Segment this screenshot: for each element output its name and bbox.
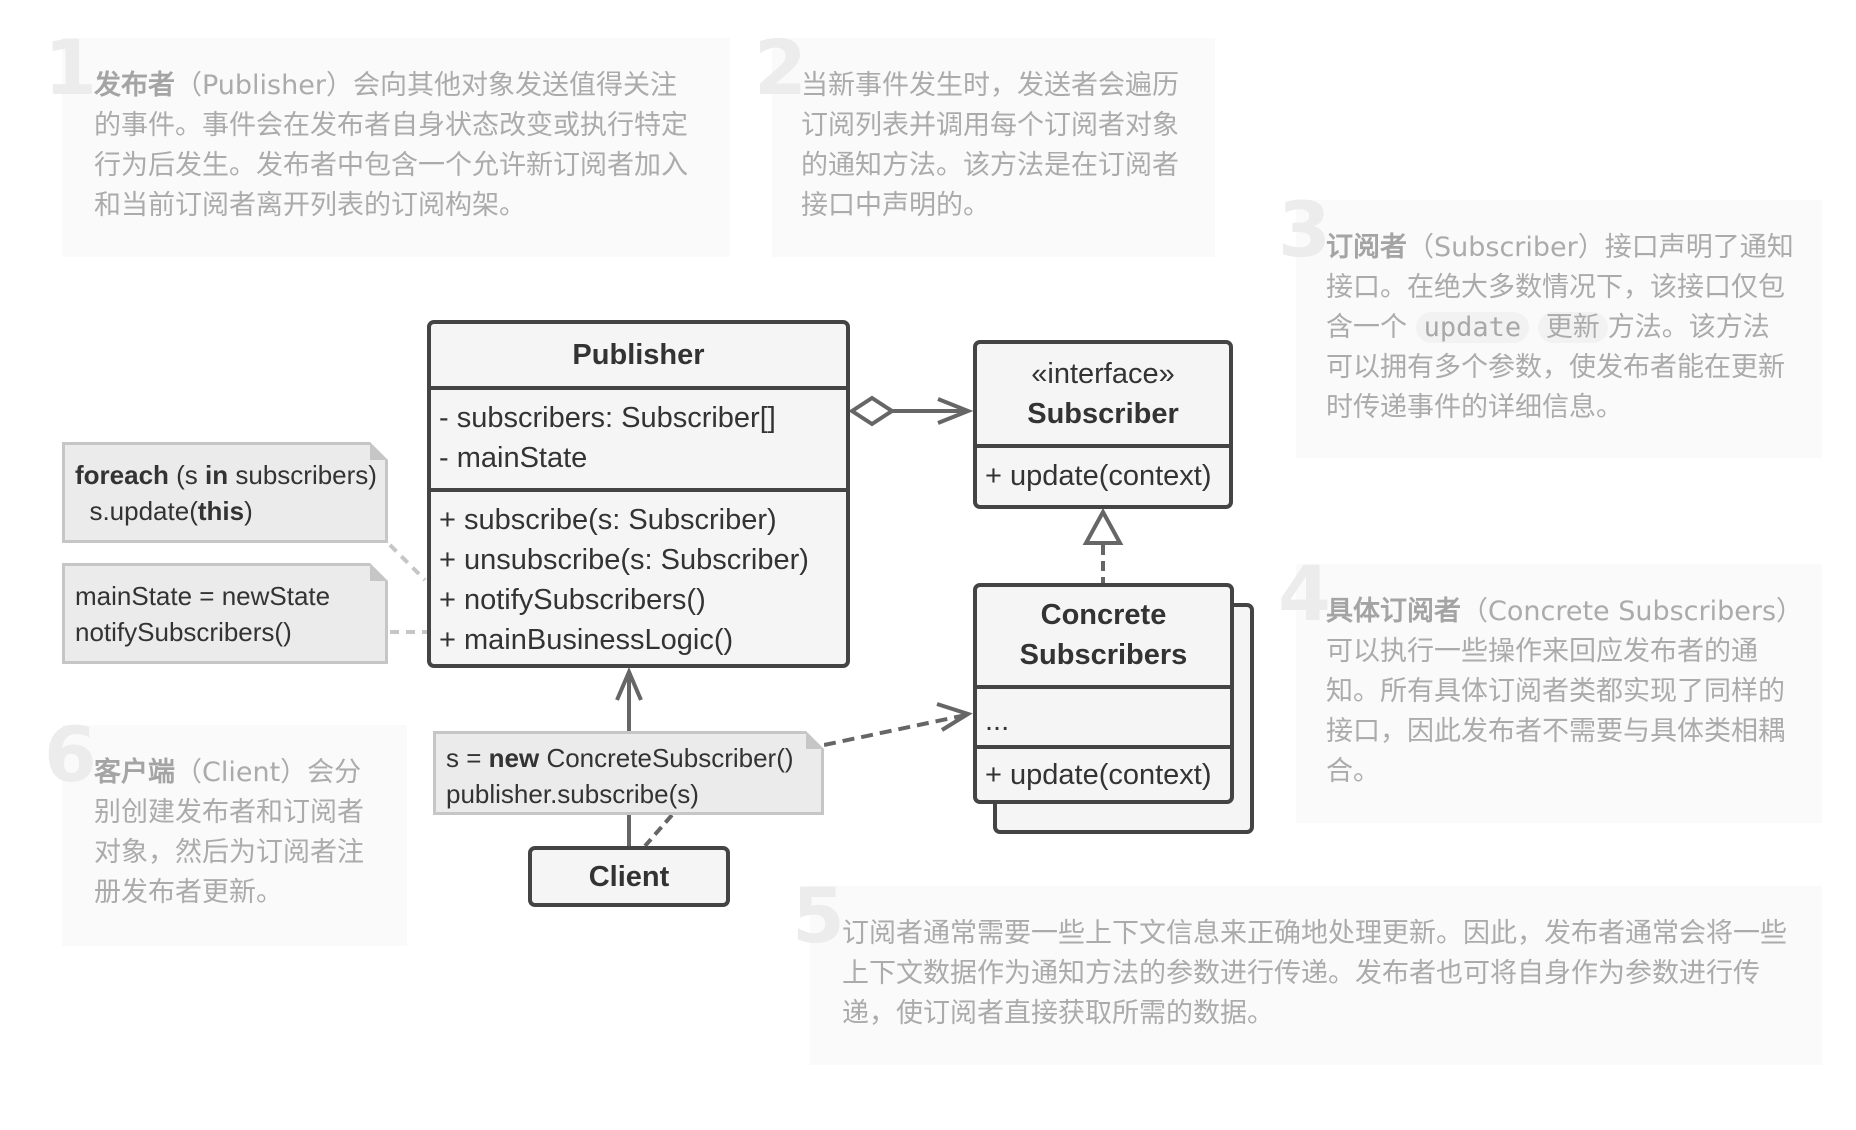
note-line: foreach (s in subscribers)	[75, 457, 377, 493]
step-number: 3	[1278, 185, 1331, 274]
subscriber-methods: + update(context)	[977, 448, 1229, 496]
step-number: 4	[1278, 549, 1331, 638]
code-update: update	[1415, 312, 1530, 343]
note-main-business-logic: mainState = newState notifySubscribers()	[62, 563, 388, 664]
description-term: 具体订阅者	[1326, 596, 1461, 627]
description-term: 订阅者	[1326, 232, 1407, 263]
realization-triangle-icon	[1082, 507, 1124, 545]
class-name-line2: Subscribers	[1019, 639, 1188, 671]
chip-update-cn: 更新	[1537, 312, 1608, 343]
aggregation-diamond-icon	[848, 395, 896, 427]
step-number: 6	[44, 710, 97, 799]
description-text: 当新事件发生时，发送者会遍历订阅列表并调用每个订阅者对象的通知方法。该方法是在订…	[801, 66, 1181, 226]
description-body: 当新事件发生时，发送者会遍历订阅列表并调用每个订阅者对象的通知方法。该方法是在订…	[801, 70, 1179, 221]
class-name: Subscriber	[1027, 398, 1179, 430]
subscriber-interface[interactable]: «interface» Subscriber + update(context)	[973, 340, 1233, 509]
description-text: 订阅者（Subscriber）接口声明了通知接口。在绝大多数情况下，该接口仅包含…	[1326, 228, 1796, 428]
note-fold-icon	[370, 442, 388, 460]
method-row: + mainBusinessLogic()	[439, 624, 734, 656]
description-4: 4 具体订阅者（Concrete Subscribers）可以执行一些操作来回应…	[1278, 556, 1822, 823]
note-line: notifySubscribers()	[75, 617, 292, 647]
subscriber-header: «interface» Subscriber	[977, 344, 1229, 448]
method-row: + subscribe(s: Subscriber)	[439, 504, 777, 536]
method-row: + unsubscribe(s: Subscriber)	[439, 544, 809, 576]
class-name: Client	[588, 861, 670, 893]
publisher-class[interactable]: Publisher - subscribers: Subscriber[] - …	[427, 320, 850, 668]
keyword: in	[205, 460, 229, 490]
field-row: ...	[985, 705, 1010, 737]
stereotype: «interface»	[1031, 358, 1175, 390]
note-line: s = new ConcreteSubscriber()	[446, 740, 811, 776]
note-line: s.update(this)	[75, 493, 375, 529]
code-text: s.update(	[75, 496, 198, 526]
note-client-code: s = new ConcreteSubscriber() publisher.s…	[433, 731, 824, 815]
code-text: (s	[168, 460, 206, 490]
description-term: 发布者	[94, 70, 175, 101]
code-text: ConcreteSubscriber()	[539, 743, 794, 773]
step-number: 2	[754, 23, 807, 112]
client-publisher-arrowhead-icon	[615, 666, 643, 701]
note-anchor-notify	[388, 543, 427, 582]
concrete-fields: ...	[977, 689, 1230, 749]
description-body-end: 方法。该方法可以拥有多个参数，使发布者能在更新时传递事件的详细信息。	[1326, 312, 1785, 423]
publisher-header: Publisher	[431, 324, 846, 390]
description-body: （Concrete Subscribers）可以执行一些操作来回应发布者的通知。…	[1326, 596, 1790, 787]
description-3: 3 订阅者（Subscriber）接口声明了通知接口。在绝大多数情况下，该接口仅…	[1278, 192, 1822, 458]
concrete-header: Concrete Subscribers	[977, 587, 1230, 689]
description-1: 1 发布者（Publisher）会向其他对象发送值得关注的事件。事件会在发布者自…	[44, 30, 730, 257]
client-concrete-line	[823, 713, 967, 747]
field-row: - mainState	[439, 442, 588, 474]
client-class[interactable]: Client	[528, 846, 730, 907]
code-text: subscribers)	[228, 460, 377, 490]
concrete-subscribers-class[interactable]: Concrete Subscribers ... + update(contex…	[973, 583, 1234, 804]
note-line: publisher.subscribe(s)	[446, 779, 699, 809]
method-row: + update(context)	[985, 759, 1212, 791]
step-number: 1	[44, 23, 97, 112]
concrete-methods: + update(context)	[977, 749, 1230, 795]
description-text: 具体订阅者（Concrete Subscribers）可以执行一些操作来回应发布…	[1326, 592, 1796, 792]
step-number: 5	[792, 871, 845, 960]
class-name: Publisher	[572, 339, 705, 371]
description-text: 客户端（Client）会分别创建发布者和订阅者对象，然后为订阅者注册发布者更新。	[94, 753, 384, 913]
code-text: )	[244, 496, 253, 526]
description-text: 发布者（Publisher）会向其他对象发送值得关注的事件。事件会在发布者自身状…	[94, 66, 694, 226]
description-body: （Client）会分别创建发布者和订阅者对象，然后为订阅者注册发布者更新。	[94, 757, 364, 908]
note-anchor-client	[643, 813, 674, 848]
description-5: 5 订阅者通常需要一些上下文信息来正确地处理更新。因此，发布者通常会将一些上下文…	[792, 878, 1822, 1065]
keyword: foreach	[75, 460, 169, 490]
description-body: （Publisher）会向其他对象发送值得关注的事件。事件会在发布者自身状态改变…	[94, 70, 688, 221]
keyword: this	[197, 496, 245, 526]
keyword: new	[488, 743, 540, 773]
note-fold-icon	[370, 563, 388, 581]
description-text: 订阅者通常需要一些上下文信息来正确地处理更新。因此，发布者通常会将一些上下文数据…	[842, 914, 1792, 1034]
publisher-methods: + subscribe(s: Subscriber) + unsubscribe…	[431, 492, 846, 660]
class-name-line1: Concrete	[1040, 599, 1167, 631]
description-body: 订阅者通常需要一些上下文信息来正确地处理更新。因此，发布者通常会将一些上下文数据…	[842, 918, 1787, 1029]
publisher-fields: - subscribers: Subscriber[] - mainState	[431, 390, 846, 492]
description-2: 2 当新事件发生时，发送者会遍历订阅列表并调用每个订阅者对象的通知方法。该方法是…	[754, 30, 1215, 257]
method-row: + update(context)	[985, 460, 1212, 492]
code-text: s =	[446, 743, 489, 773]
note-notify-subscribers: foreach (s in subscribers) s.update(this…	[62, 442, 388, 543]
method-row: + notifySubscribers()	[439, 584, 706, 616]
description-6: 6 客户端（Client）会分别创建发布者和订阅者对象，然后为订阅者注册发布者更…	[44, 717, 407, 946]
field-row: - subscribers: Subscriber[]	[439, 402, 776, 434]
client-concrete-arrowhead-icon	[936, 702, 973, 732]
description-body: （Subscriber）接口声明了通知接口。在绝大多数情况下，该接口仅包含一个	[1326, 232, 1794, 343]
note-fold-icon	[806, 731, 824, 749]
aggregation-arrowhead-icon	[937, 397, 974, 425]
description-term: 客户端	[94, 757, 175, 788]
note-line: mainState = newState	[75, 581, 331, 611]
